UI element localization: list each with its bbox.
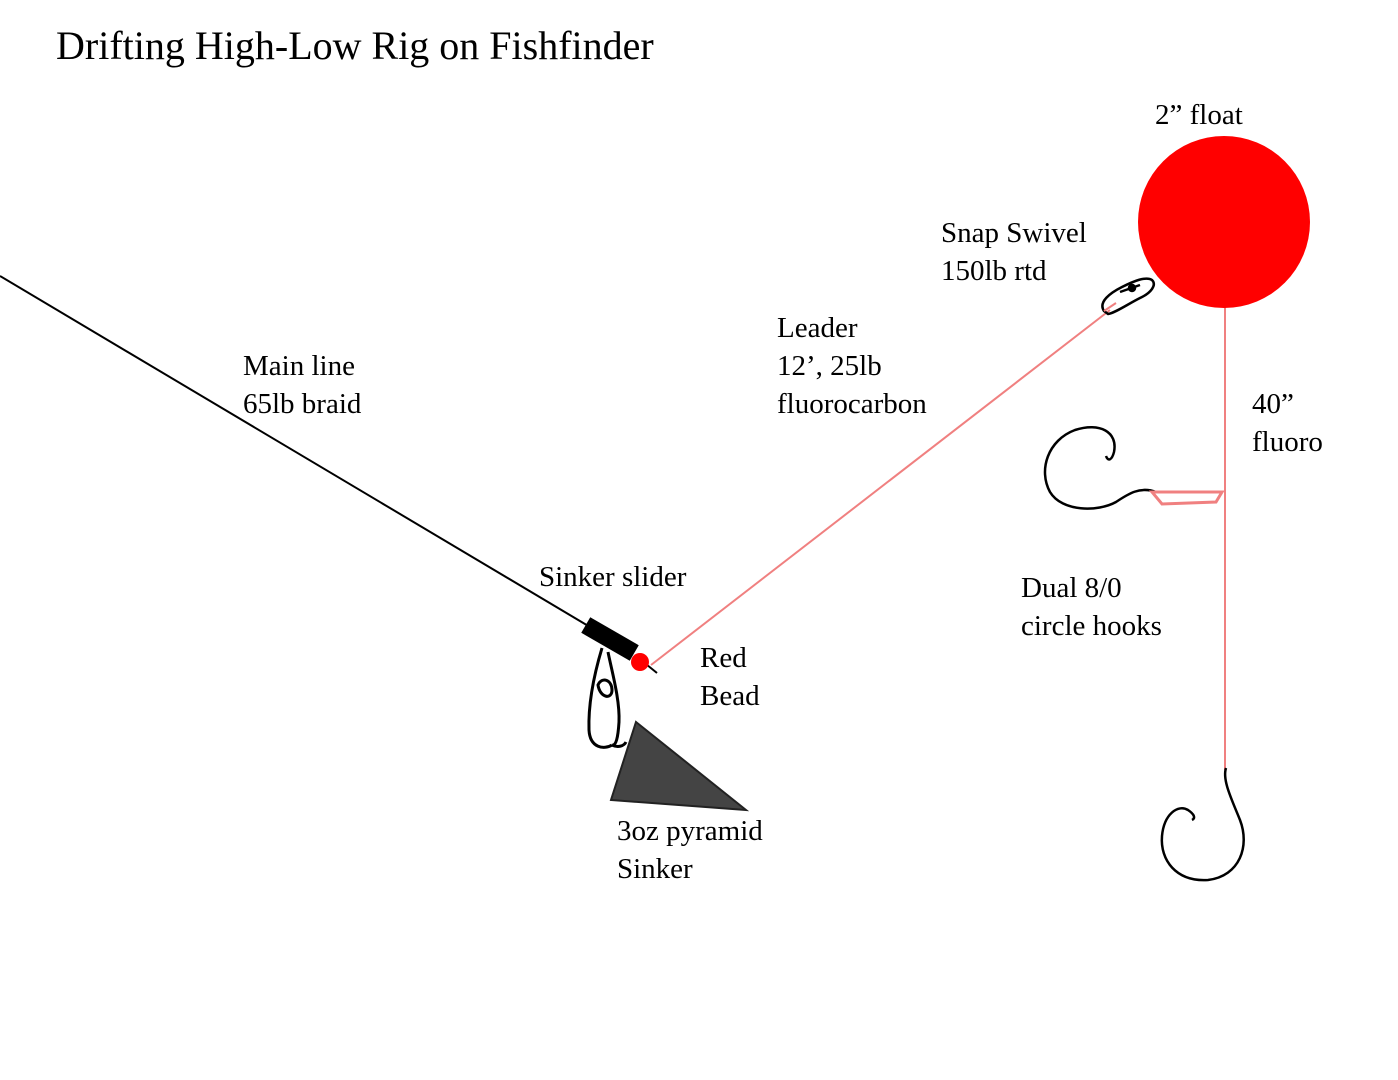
leader-label: Leader 12’, 25lb fluorocarbon — [777, 309, 927, 423]
fluoro-label-2: fluoro — [1252, 426, 1323, 458]
main-line-label: Main line 65lb braid — [243, 347, 361, 423]
sinker-label-1: 3oz pyramid — [617, 815, 763, 847]
hooks-label: Dual 8/0 circle hooks — [1021, 569, 1162, 645]
leader-label-1: Leader — [777, 312, 858, 344]
hooks-label-2: circle hooks — [1021, 610, 1162, 642]
pyramid-sinker-icon — [609, 720, 750, 812]
hooks-label-1: Dual 8/0 — [1021, 572, 1122, 604]
bead-label-2: Bead — [700, 680, 760, 712]
sinker-slider-label: Sinker slider — [539, 558, 686, 596]
main-line — [0, 275, 591, 628]
snap-swivel-icon — [1101, 277, 1156, 316]
float-label-1: 2” float — [1155, 99, 1243, 131]
main-line-label-1: Main line — [243, 350, 355, 382]
fluoro-label-1: 40” — [1252, 388, 1294, 420]
slider-snap-icon — [587, 647, 628, 749]
sinker-slider-label-1: Sinker slider — [539, 561, 687, 593]
sinker-slider-icon — [581, 617, 639, 661]
upper-circle-hook-icon — [1043, 425, 1157, 510]
diagram-title: Drifting High-Low Rig on Fishfinder — [56, 23, 654, 68]
float-label: 2” float — [1155, 96, 1243, 134]
float-icon — [1138, 136, 1310, 308]
leader-line — [650, 309, 1111, 666]
bead-label: Red Bead — [700, 639, 760, 715]
snap-swivel-label: Snap Swivel 150lb rtd — [941, 214, 1087, 290]
sinker-label: 3oz pyramid Sinker — [617, 812, 763, 888]
upper-hook-snell — [1148, 490, 1225, 506]
bead-label-1: Red — [700, 642, 747, 674]
leader-label-2: 12’, 25lb — [777, 350, 882, 382]
snap-swivel-label-1: Snap Swivel — [941, 217, 1087, 249]
red-bead-icon — [631, 653, 649, 671]
snap-swivel-label-2: 150lb rtd — [941, 255, 1047, 287]
lower-circle-hook-icon — [1160, 767, 1245, 882]
fluoro-label: 40” fluoro — [1252, 385, 1323, 461]
leader-label-3: fluorocarbon — [777, 388, 927, 420]
sinker-label-2: Sinker — [617, 853, 693, 885]
main-line-label-2: 65lb braid — [243, 388, 362, 420]
